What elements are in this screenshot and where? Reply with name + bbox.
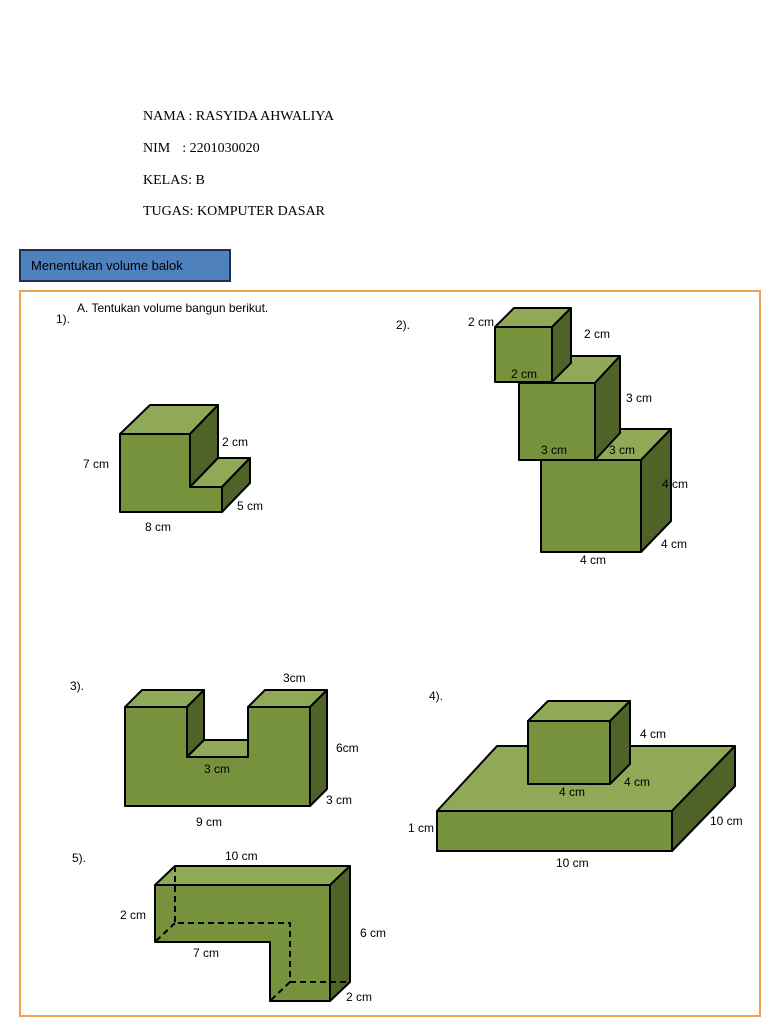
shape-2-dim-f: 3 cm xyxy=(609,443,635,457)
shape-2-top-front xyxy=(494,326,553,383)
shape-5-side-face xyxy=(329,865,351,1002)
shape-3-dim-e: 9 cm xyxy=(196,815,222,829)
shape-5: 5). 10 cm 2 cm 7 cm 6 cm 2 cm xyxy=(72,849,386,1004)
shape-1-length: 8 cm xyxy=(145,520,171,534)
shape-5-number: 5). xyxy=(72,851,86,865)
shape-2-dim-a: 2 cm xyxy=(468,315,494,329)
shape-3-dim-d: 3 cm xyxy=(326,793,352,807)
shape-3-dim-b: 6cm xyxy=(336,741,359,755)
student-class: KELAS: B xyxy=(143,173,205,188)
shape-4-dim-b: 4 cm xyxy=(559,785,585,799)
shape-5-hidden-edge-a xyxy=(154,922,176,943)
shape-4-base-front xyxy=(436,810,673,852)
student-name: NAMA : RASYIDA AHWALIYA xyxy=(143,109,334,124)
shape-5-dim-d: 6 cm xyxy=(360,926,386,940)
shape-5-dim-e: 2 cm xyxy=(346,990,372,1004)
shape-2-number: 2). xyxy=(396,318,410,332)
shape-2-middle-front xyxy=(518,382,596,461)
shape-2-dim-i: 4 cm xyxy=(580,553,606,567)
shape-4-dim-f: 10 cm xyxy=(556,856,589,870)
shape-3-dim-c: 3 cm xyxy=(204,762,230,776)
shape-1-front-face xyxy=(119,433,223,513)
shape-5-dim-a: 10 cm xyxy=(225,849,258,863)
shape-1-step: 2 cm xyxy=(222,435,248,449)
shape-2-dim-g: 4 cm xyxy=(662,477,688,491)
instruction-text: A. Tentukan volume bangun berikut. xyxy=(77,301,268,315)
shape-4: 4). 4 cm 4 cm 4 cm 1 cm 10 cm 10 cm xyxy=(408,689,743,870)
shape-3-number: 3). xyxy=(70,679,84,693)
shape-4-dim-a: 4 cm xyxy=(640,727,666,741)
shape-2-dim-c: 2 cm xyxy=(511,367,537,381)
shape-4-dim-c: 4 cm xyxy=(624,775,650,789)
shape-3-front-face xyxy=(124,706,311,807)
section-banner: Menentukan volume balok xyxy=(19,249,231,282)
shape-1-number: 1). xyxy=(56,312,70,326)
shape-2-dim-h: 4 cm xyxy=(661,537,687,551)
shape-2-dim-b: 2 cm xyxy=(584,327,610,341)
shape-5-dim-c: 7 cm xyxy=(193,946,219,960)
nim-value: : 2201030020 xyxy=(182,141,260,156)
nim-label: NIM xyxy=(143,141,171,156)
shape-4-cube-front xyxy=(527,720,611,785)
shape-4-number: 4). xyxy=(429,689,443,703)
shape-5-top-face xyxy=(154,865,351,886)
shape-3-dim-a: 3cm xyxy=(283,671,306,685)
shape-4-dim-d: 1 cm xyxy=(408,821,434,835)
shape-1: 1). 7 cm 2 cm 5 cm 8 cm xyxy=(56,312,263,534)
shape-2: 2). 2 cm 2 cm 2 cm 3 cm 3 cm 3 cm 4 cm 4… xyxy=(396,307,688,567)
shape-4-dim-e: 10 cm xyxy=(710,814,743,828)
shape-2-dim-d: 3 cm xyxy=(626,391,652,405)
shape-5-front-face xyxy=(154,884,331,1002)
exercise-frame xyxy=(19,290,761,1017)
shape-5-dim-b: 2 cm xyxy=(120,908,146,922)
shape-3: 3). 3cm 6cm 3 cm 3 cm 9 cm xyxy=(70,671,359,829)
shape-1-depth: 5 cm xyxy=(237,499,263,513)
shape-2-bottom-front xyxy=(540,459,642,553)
shape-1-height: 7 cm xyxy=(83,457,109,471)
shape-5-hidden-edges xyxy=(174,866,291,982)
student-nim: NIM : 2201030020 xyxy=(143,141,260,157)
shape-2-dim-e: 3 cm xyxy=(541,443,567,457)
shape-3-right-side xyxy=(309,689,328,807)
shape-5-hidden-edge-b xyxy=(269,981,291,1002)
assignment-title: TUGAS: KOMPUTER DASAR xyxy=(143,204,326,219)
